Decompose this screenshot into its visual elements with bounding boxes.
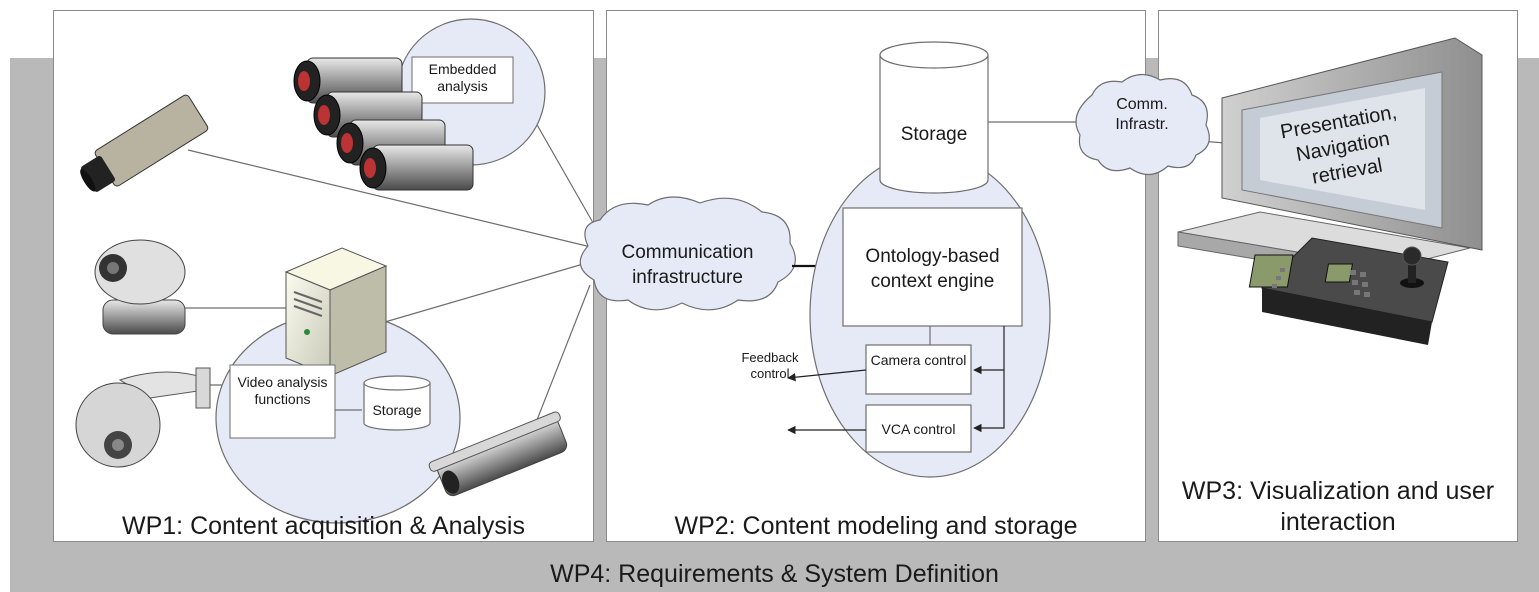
communication-infrastructure-label: Communication infrastructure [621, 242, 754, 288]
ontology-engine-label: Ontology-based context engine [865, 246, 1000, 292]
housing-camera-icon [428, 411, 568, 497]
video-analysis-box [229, 364, 336, 439]
wp4-title: WP4: Requirements & System Definition [550, 560, 999, 588]
communication-cloud [579, 196, 796, 311]
wp2-storage-label: Storage [900, 124, 968, 145]
wp2-storage-cylinder [879, 41, 989, 194]
ptz-camera-icon [94, 239, 186, 335]
server-icon [284, 247, 388, 377]
vca-control-box [865, 404, 972, 453]
feedback-control-label: Feedback control [741, 350, 799, 381]
wp1-storage-cylinder [363, 375, 431, 431]
embedded-analysis-box [411, 56, 514, 104]
wp3-title: WP3: Visualization and user interaction [1181, 477, 1495, 536]
wp2-title: WP2: Content modeling and storage [674, 512, 1078, 540]
video-analysis-functions-label: Video analysis functions [237, 374, 328, 407]
camera-control-box [865, 344, 972, 395]
ontology-engine-box [842, 207, 1023, 327]
bullet-camera-icon [80, 94, 209, 192]
camera-control-label: Camera control [870, 352, 967, 368]
wp1-title: WP1: Content acquisition & Analysis [122, 512, 525, 540]
feedback-loop [787, 326, 1005, 435]
monitor-icon [1177, 37, 1483, 283]
controller-keyboard-icon [1248, 237, 1449, 345]
wp1-storage-label: Storage [372, 402, 422, 418]
comm-infrastr-label: Comm. Infrastr. [1115, 96, 1169, 133]
embedded-analysis-label: Embedded analysis [428, 61, 497, 94]
dome-camera-icon [75, 367, 211, 468]
vca-control-label: VCA control [881, 421, 956, 437]
camera-group-icon [293, 57, 474, 191]
comm-infrastr-cloud [1075, 73, 1210, 176]
